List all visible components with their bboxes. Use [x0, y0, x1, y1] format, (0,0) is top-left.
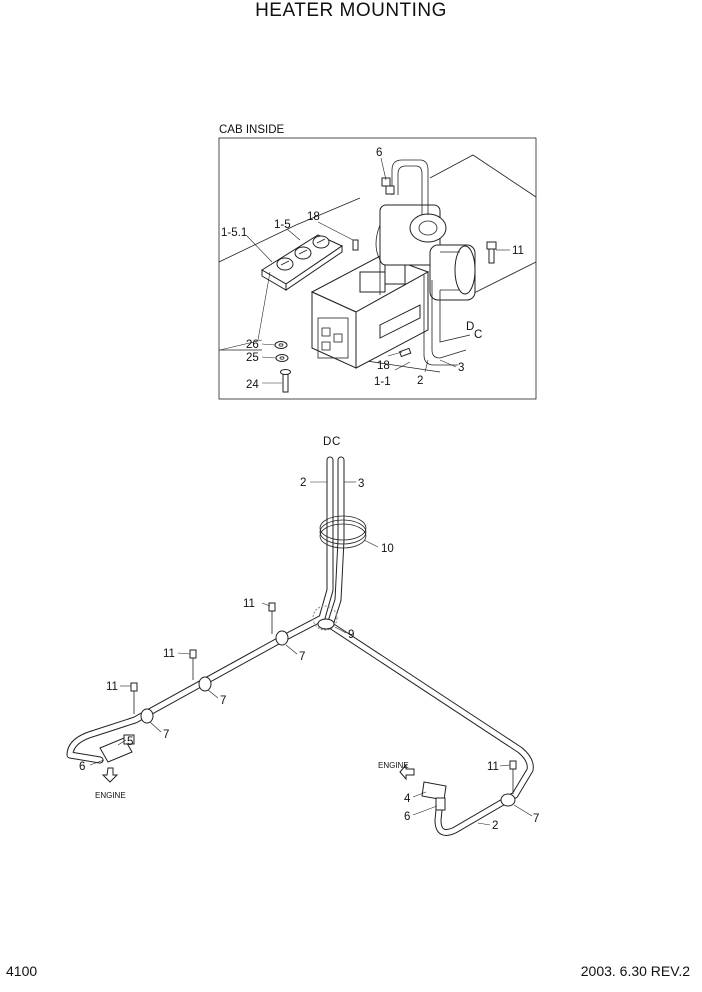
valve-right	[399, 763, 447, 811]
washer-icon	[274, 341, 288, 349]
page-number: 4100	[6, 963, 38, 979]
callout-d-top: D	[323, 436, 331, 448]
callout-3: 3	[458, 362, 464, 374]
hose-2	[66, 456, 334, 764]
cab-leaders	[219, 157, 510, 384]
valve-left	[99, 734, 135, 783]
callout-6a: 6	[79, 761, 85, 773]
cab-detail-frame	[218, 137, 537, 400]
engine-label-left: ENGINE	[95, 791, 126, 800]
cab-inside-caption: CAB INSIDE	[219, 124, 285, 136]
heater-piping: D C 2 3 10 11 9 7 11 7 11 7 5 6 ENGINE E…	[66, 436, 539, 836]
callout-7c: 7	[163, 729, 169, 741]
callout-11: 11	[512, 245, 524, 257]
callout-10: 10	[381, 543, 394, 555]
cab-inside-detail: 6 18 1-5 1-5.1 11 D C 26 25 24 18 1-1 2 …	[218, 137, 537, 400]
callout-9: 9	[348, 629, 354, 641]
cab-hardware	[274, 177, 497, 393]
callout-7a: 7	[299, 651, 305, 663]
callout-6: 6	[376, 147, 382, 159]
clamp-9	[312, 605, 338, 631]
clamp-7d	[500, 760, 517, 807]
heater-control-panel	[261, 234, 344, 291]
callout-3-top: 3	[358, 478, 364, 490]
callout-2-bottom: 2	[492, 820, 498, 832]
callout-11d: 11	[487, 761, 499, 773]
bolt-icon	[509, 760, 517, 770]
clamp-7b	[189, 649, 212, 692]
callout-7b: 7	[220, 695, 226, 707]
control-knob	[276, 257, 294, 271]
piping-leaders	[89, 481, 533, 826]
callout-4: 4	[404, 793, 411, 805]
bolt-icon	[189, 649, 197, 659]
bolt-icon	[268, 602, 276, 612]
clamp-7a	[268, 602, 289, 646]
hose-3	[326, 456, 534, 836]
bolt-icon	[130, 682, 138, 692]
callout-11a: 11	[243, 598, 255, 610]
bolt-icon	[486, 241, 497, 250]
callout-c: C	[474, 329, 482, 341]
piping-callouts: D C 2 3 10 11 9 7 11 7 11 7 5 6 ENGINE E…	[79, 436, 539, 832]
callout-26: 26	[246, 339, 259, 351]
screw-icon	[352, 239, 359, 251]
screw-icon	[398, 347, 412, 358]
callout-25: 25	[246, 352, 259, 364]
callout-6b: 6	[404, 811, 410, 823]
screw-icon	[282, 373, 289, 393]
callout-18b: 18	[377, 360, 390, 372]
page-title: HEATER MOUNTING	[255, 0, 447, 21]
date-revision: 2003. 6.30 REV.2	[580, 963, 690, 979]
callout-2: 2	[417, 375, 423, 387]
callout-11b: 11	[163, 648, 175, 660]
control-knob	[294, 246, 312, 260]
callout-1-1: 1-1	[374, 376, 391, 388]
arrow-left-icon	[399, 763, 415, 781]
callout-7d: 7	[533, 813, 539, 825]
engine-label-right: ENGINE	[378, 761, 409, 770]
callout-2-top: 2	[300, 477, 306, 489]
bolt-icon	[385, 185, 395, 195]
callout-c-top: C	[332, 436, 340, 448]
clamp-7c	[130, 682, 154, 724]
callout-18: 18	[307, 211, 320, 223]
cab-callouts: 6 18 1-5 1-5.1 11 D C 26 25 24 18 1-1 2 …	[221, 147, 524, 391]
washer-icon	[275, 354, 289, 362]
heater-unit	[310, 159, 476, 369]
control-knob	[312, 235, 330, 249]
grommet-10	[319, 515, 367, 549]
callout-1-5-1: 1-5.1	[221, 227, 247, 239]
callout-d: D	[466, 321, 474, 333]
callout-24: 24	[246, 379, 259, 391]
callout-5: 5	[127, 736, 133, 748]
callout-11c: 11	[106, 681, 118, 693]
callout-1-5: 1-5	[274, 219, 291, 231]
arrow-down-icon	[101, 767, 119, 783]
